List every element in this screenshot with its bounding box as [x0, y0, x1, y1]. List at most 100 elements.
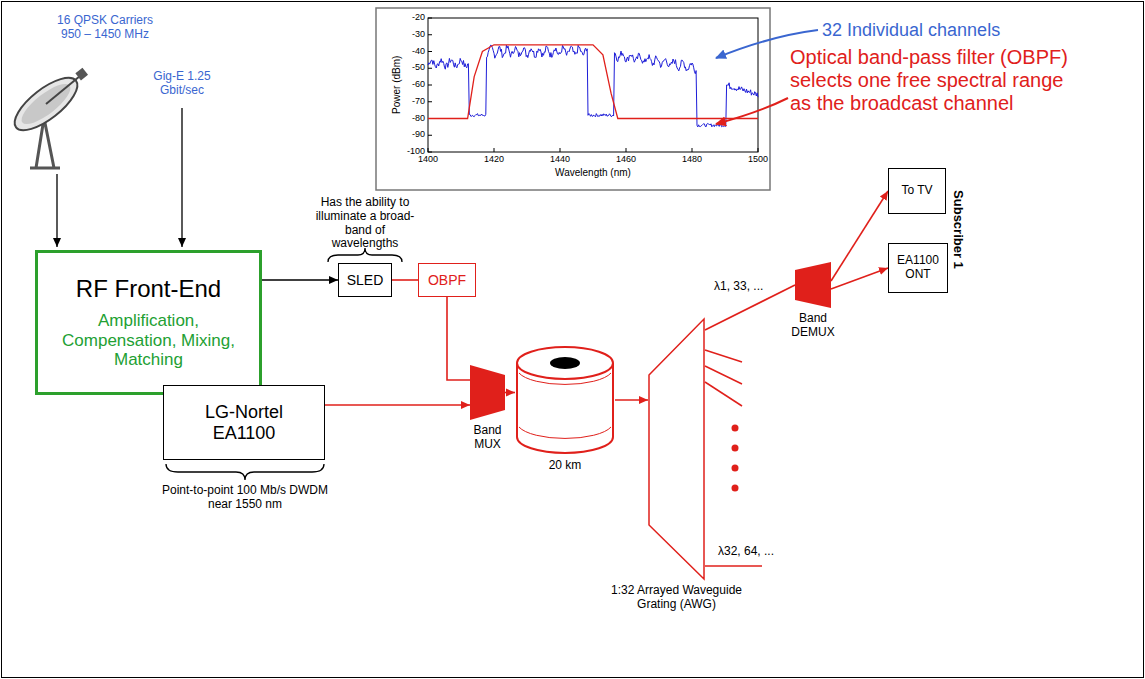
tick	[560, 148, 561, 152]
node-outline	[648, 318, 705, 580]
output-port	[705, 565, 762, 567]
tick	[428, 18, 432, 19]
signal-arrow	[56, 174, 57, 247]
rf-front-end-box: RF Front-EndAmplification, Compensation,…	[35, 250, 262, 395]
dish-reflector	[7, 69, 85, 139]
feed-horn	[75, 68, 88, 81]
outline-part	[550, 357, 580, 369]
output-port	[705, 382, 742, 406]
axis-tick-label: 1440	[545, 154, 575, 164]
node-title: RF Front-End	[76, 275, 221, 303]
node-body: Amplification, Compensation, Mixing, Mat…	[54, 311, 244, 370]
signal-arrow	[181, 108, 182, 247]
axis-tick-label: -50	[400, 62, 425, 72]
satellite-dish	[7, 68, 88, 168]
feed-arm	[46, 76, 80, 104]
annotation-text: 32 Individual channels	[822, 20, 1122, 41]
axis-tick-label: -30	[400, 29, 425, 39]
connector	[262, 279, 338, 280]
tick	[428, 34, 432, 35]
connector	[831, 191, 888, 281]
axis-tick-label: -60	[400, 79, 425, 89]
axis-tick-label: -80	[400, 113, 425, 123]
tick	[428, 101, 432, 102]
node-title: To TV	[901, 184, 932, 198]
annotation-text: Subscriber 1	[951, 169, 966, 289]
annotation-text: Gig-E 1.25 Gbit/sec	[150, 70, 214, 98]
node-title: OBPF	[428, 272, 466, 288]
outline-part	[517, 347, 613, 379]
tick	[428, 135, 432, 136]
connector	[615, 399, 648, 401]
annotation-text: Power (dBm)	[391, 45, 403, 125]
axis-tick-label: 1460	[611, 154, 641, 164]
awg-demux: 1:32 Arrayed Waveguide Grating (AWG)	[648, 318, 705, 580]
tick	[428, 148, 429, 152]
tick	[428, 85, 432, 86]
olt-box: LG-Nortel EA1100	[163, 385, 325, 460]
node-label: Band MUX	[460, 424, 516, 452]
ont-box: EA1100 ONT	[888, 243, 948, 293]
fiber-spool: 20 km	[515, 345, 615, 455]
node-label: 1:32 Arrayed Waveguide Grating (AWG)	[607, 584, 747, 612]
tv-box: To TV	[888, 168, 946, 214]
wavelength-label: λ32, 64, ...	[716, 545, 776, 559]
sled-box: SLED	[338, 263, 392, 297]
outline-part	[470, 365, 505, 420]
axis-tick-label: -40	[400, 46, 425, 56]
annotation-text: 16 QPSK Carriers 950 – 1450 MHz	[50, 14, 160, 42]
node-outline	[515, 345, 615, 455]
axis-tick-label: -20	[400, 12, 425, 22]
tick	[758, 148, 759, 152]
node-outline	[795, 262, 831, 308]
node-title: EA1100 ONT	[893, 254, 943, 282]
annotation-text: Wavelength (nm)	[543, 167, 643, 179]
band-mux: Band MUX	[470, 365, 505, 420]
annotation-text: Optical band-pass filter (OBPF) selects …	[790, 46, 1080, 115]
plot-area	[428, 18, 758, 152]
output-port	[705, 350, 742, 362]
node-title: LG-Nortel EA1100	[179, 402, 309, 443]
dot	[732, 445, 739, 452]
connector	[831, 268, 888, 289]
node-title: SLED	[347, 272, 384, 288]
axis-tick-label: -70	[400, 96, 425, 106]
node-label: Band DEMUX	[785, 312, 841, 340]
connector	[392, 279, 418, 281]
annotation-text: Has the ability to illuminate a broad-ba…	[315, 196, 415, 251]
connector	[325, 404, 470, 406]
wavelength-label: λ1, 33, ...	[712, 280, 765, 294]
dot	[732, 425, 739, 432]
output-port	[705, 366, 742, 384]
obpf-box: OBPF	[418, 263, 476, 297]
connector	[447, 297, 470, 380]
dot	[732, 485, 739, 492]
spectrum-trace	[428, 45, 758, 127]
connector	[505, 392, 515, 394]
tick	[428, 152, 432, 153]
band-demux: Band DEMUX	[795, 262, 831, 308]
dot	[732, 465, 739, 472]
node-label: 20 km	[525, 459, 605, 473]
tick	[626, 148, 627, 152]
outline-part	[649, 319, 704, 579]
bracket	[166, 464, 324, 480]
axis-tick-label: -90	[400, 129, 425, 139]
tick	[494, 148, 495, 152]
continuation-dots	[732, 425, 739, 492]
axis-tick-label: 1480	[677, 154, 707, 164]
axis-tick-label: 1400	[413, 154, 443, 164]
axis-ticks	[428, 18, 758, 152]
filter-trace	[428, 45, 758, 119]
tick	[428, 68, 432, 69]
axis-tick-label: 1500	[743, 154, 773, 164]
annotation-text: Point-to-point 100 Mb/s DWDM near 1550 n…	[158, 484, 332, 512]
outline-part	[795, 262, 831, 308]
axis-tick-label: 1420	[479, 154, 509, 164]
awg-outputs	[705, 350, 762, 566]
outline-part	[519, 373, 611, 438]
annotation-arrow	[716, 98, 788, 124]
node-outline	[470, 365, 505, 420]
